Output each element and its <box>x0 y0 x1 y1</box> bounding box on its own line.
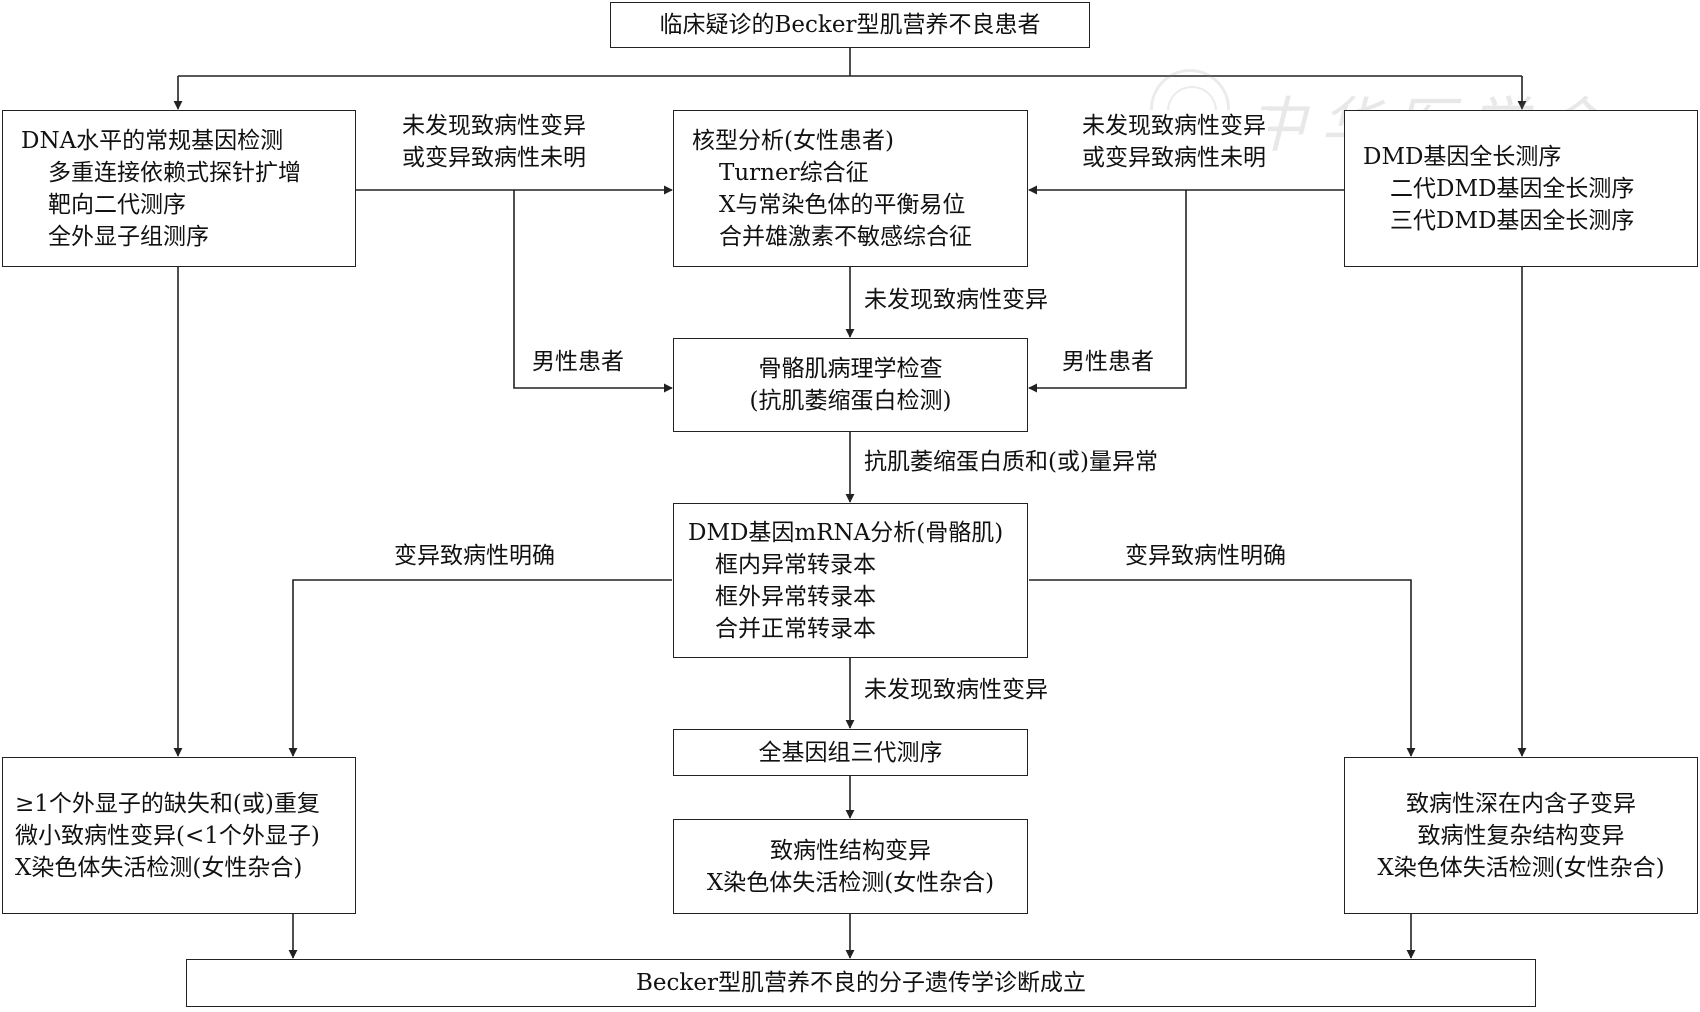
label-left-to-karyotype: 未发现致病性变异 或变异致病性未明 <box>400 110 588 174</box>
label-mrna-to-wgs: 未发现致病性变异 <box>862 674 1050 706</box>
node-mrna-item: 框内异常转录本 <box>715 551 876 578</box>
node-karyotype-title: 核型分析(女性患者) <box>692 127 894 154</box>
node-dna-item: 多重连接依赖式探针扩增 <box>48 159 301 186</box>
label-mrna-to-right: 变异致病性明确 <box>1123 540 1288 572</box>
node-mrna-item: 框外异常转录本 <box>715 583 876 610</box>
label-right-male: 男性患者 <box>1060 346 1156 378</box>
node-result-right-line: X染色体失活检测(女性杂合) <box>1377 854 1665 881</box>
node-start: 临床疑诊的Becker型肌营养不良患者 <box>610 2 1090 48</box>
node-dmd-full-item: 二代DMD基因全长测序 <box>1390 175 1635 202</box>
label-line: 未发现致病性变异 <box>1082 113 1266 139</box>
node-result-right-line: 致病性深在内含子变异 <box>1406 790 1636 817</box>
node-dmd-full-item: 三代DMD基因全长测序 <box>1390 207 1635 234</box>
edge-left-male-to-muscle <box>513 190 673 393</box>
edge-right-male-to-muscle <box>1028 190 1187 393</box>
node-whole-genome-sequencing: 全基因组三代测序 <box>673 729 1028 776</box>
label-mrna-to-left: 变异致病性明确 <box>392 540 557 572</box>
node-wgs-line: 全基因组三代测序 <box>758 739 943 766</box>
node-final-line: Becker型肌营养不良的分子遗传学诊断成立 <box>636 970 1086 996</box>
label-line: 男性患者 <box>532 349 624 375</box>
node-mrna-item: 合并正常转录本 <box>715 615 876 642</box>
node-result-right-line: 致病性复杂结构变异 <box>1417 822 1625 849</box>
node-dmd-full-sequencing: DMD基因全长测序 二代DMD基因全长测序 三代DMD基因全长测序 <box>1344 110 1698 267</box>
node-result-right: 致病性深在内含子变异 致病性复杂结构变异 X染色体失活检测(女性杂合) <box>1344 757 1698 914</box>
edge-start-branch <box>178 48 1522 77</box>
node-dna-item: 靶向二代测序 <box>48 191 186 218</box>
node-result-mid: 致病性结构变异 X染色体失活检测(女性杂合) <box>673 819 1028 914</box>
node-dna-testing: DNA水平的常规基因检测 多重连接依赖式探针扩增 靶向二代测序 全外显子组测序 <box>2 110 356 267</box>
node-mrna-title: DMD基因mRNA分析(骨骼肌) <box>688 519 1004 546</box>
label-line: 或变异致病性未明 <box>1082 145 1266 171</box>
node-karyotype-item: 合并雄激素不敏感综合征 <box>719 223 972 250</box>
node-result-left-line: 微小致病性变异(<1个外显子) <box>15 822 320 849</box>
label-line: 抗肌萎缩蛋白质和(或)量异常 <box>864 449 1158 475</box>
node-final-diagnosis: Becker型肌营养不良的分子遗传学诊断成立 <box>186 959 1536 1007</box>
label-right-to-karyotype: 未发现致病性变异 或变异致病性未明 <box>1080 110 1268 174</box>
node-result-mid-line: X染色体失活检测(女性杂合) <box>706 869 995 896</box>
node-karyotype-item: X与常染色体的平衡易位 <box>719 191 966 218</box>
node-mrna-analysis: DMD基因mRNA分析(骨骼肌) 框内异常转录本 框外异常转录本 合并正常转录本 <box>673 503 1028 658</box>
label-line: 变异致病性明确 <box>1125 543 1286 569</box>
node-result-left-line: ≥1个外显子的缺失和(或)重复 <box>15 790 320 817</box>
label-left-male: 男性患者 <box>530 346 626 378</box>
node-muscle-pathology: 骨骼肌病理学检查 (抗肌萎缩蛋白检测) <box>673 338 1028 432</box>
node-muscle-line: (抗肌萎缩蛋白检测) <box>749 388 952 414</box>
node-result-left: ≥1个外显子的缺失和(或)重复 微小致病性变异(<1个外显子) X染色体失活检测… <box>2 757 356 914</box>
edge-mrna-to-result-right <box>1029 579 1416 757</box>
label-line: 未发现致病性变异 <box>864 287 1048 313</box>
node-dna-title: DNA水平的常规基因检测 <box>21 127 284 154</box>
node-muscle-line: 骨骼肌病理学检查 <box>758 356 943 382</box>
node-dmd-full-title: DMD基因全长测序 <box>1363 143 1562 170</box>
node-start-line: 临床疑诊的Becker型肌营养不良患者 <box>659 12 1041 38</box>
node-result-left-line: X染色体失活检测(女性杂合) <box>15 854 303 881</box>
label-line: 或变异致病性未明 <box>402 145 586 171</box>
edge-mrna-to-result-left <box>288 579 672 757</box>
label-karyotype-to-muscle: 未发现致病性变异 <box>862 284 1050 316</box>
label-muscle-to-mrna: 抗肌萎缩蛋白质和(或)量异常 <box>862 446 1160 478</box>
label-line: 未发现致病性变异 <box>402 113 586 139</box>
node-dna-item: 全外显子组测序 <box>48 223 209 250</box>
label-line: 未发现致病性变异 <box>864 677 1048 703</box>
node-karyotype: 核型分析(女性患者) Turner综合征 X与常染色体的平衡易位 合并雄激素不敏… <box>673 110 1028 267</box>
label-line: 男性患者 <box>1062 349 1154 375</box>
label-line: 变异致病性明确 <box>394 543 555 569</box>
node-karyotype-item: Turner综合征 <box>719 159 869 186</box>
node-result-mid-line: 致病性结构变异 <box>770 837 931 864</box>
